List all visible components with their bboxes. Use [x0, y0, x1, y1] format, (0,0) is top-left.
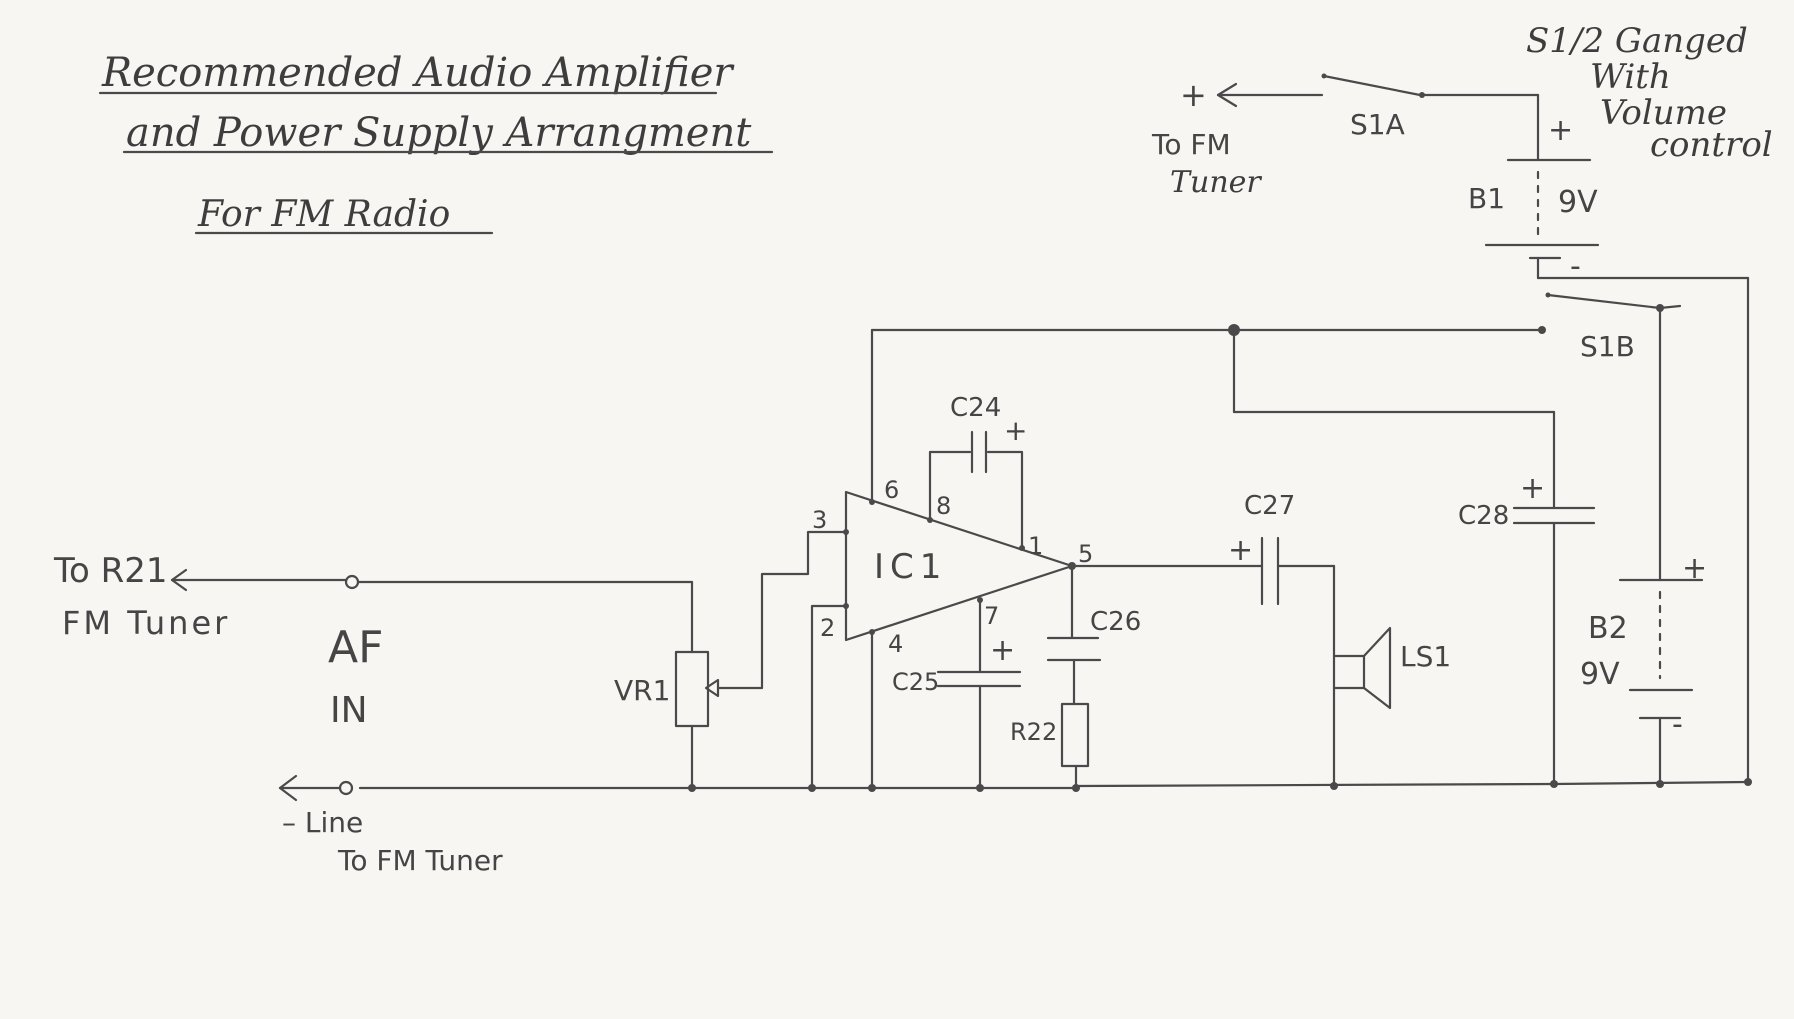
- b1-voltage: 9V: [1558, 185, 1598, 220]
- pin6-label: 6: [884, 476, 899, 504]
- pin7-label: 7: [984, 602, 999, 630]
- capacitor-c26: [1046, 636, 1102, 662]
- node-gnd-c28: [1550, 780, 1558, 788]
- note-line-2: With: [1590, 57, 1671, 97]
- node-gnd-b2: [1656, 780, 1664, 788]
- line-label: – Line: [282, 806, 363, 839]
- battery-b1: [1484, 158, 1600, 280]
- wire-wiper-pin3: [716, 530, 848, 690]
- node-gnd-pin2: [808, 784, 816, 792]
- vr1-label: VR1: [614, 674, 670, 707]
- node-gnd-pin4: [868, 784, 876, 792]
- b1-label: B1: [1468, 182, 1505, 215]
- arrow-left-icon: [1216, 82, 1324, 108]
- title-line-3: For FM Radio: [197, 194, 450, 235]
- c26-label: C26: [1090, 607, 1141, 637]
- battery-b2: [1618, 578, 1704, 786]
- pin5-label: 5: [1078, 540, 1093, 568]
- capacitor-c25: [936, 670, 1022, 688]
- af-label: AF: [328, 622, 383, 673]
- arrow-left-icon: [170, 568, 348, 592]
- wire-c24-right: [986, 450, 1024, 550]
- ic1-amplifier: [844, 490, 1074, 642]
- node-s1b: [1538, 326, 1546, 334]
- in-label: IN: [330, 690, 368, 731]
- af-in-terminal: [344, 574, 360, 590]
- capacitor-c27: [1260, 536, 1280, 606]
- potentiometer-vr1: [674, 650, 710, 728]
- c27-label: C27: [1244, 491, 1295, 521]
- title-line-1: Recommended Audio Amplifier: [101, 50, 735, 96]
- c28-plus-sign: +: [1520, 471, 1545, 506]
- title-line-2: and Power Supply Arrangment: [126, 110, 752, 156]
- wire-c24-left: [928, 450, 972, 522]
- b1-plus-sign: +: [1548, 113, 1573, 148]
- b2-plus-sign: +: [1682, 551, 1707, 586]
- pin2-label: 2: [820, 614, 835, 642]
- s1b-label: S1B: [1580, 330, 1635, 363]
- to-r21-label: To R21: [53, 551, 168, 591]
- line-terminal: [338, 780, 354, 796]
- pin3-label: 3: [812, 506, 827, 534]
- wire-pin2-gnd: [810, 604, 848, 790]
- capacitor-c24: [970, 430, 988, 474]
- to-fm-label: To FM: [1151, 128, 1231, 161]
- b2-minus-sign: -: [1672, 707, 1683, 742]
- pin6-dot: [869, 499, 875, 505]
- c24-plus-sign: +: [1004, 414, 1027, 447]
- node-gnd-vr1: [688, 784, 696, 792]
- c24-label: C24: [950, 393, 1001, 423]
- c25-plus-sign: +: [990, 633, 1015, 668]
- b1-minus-sign: -: [1570, 249, 1581, 284]
- ls1-label: LS1: [1400, 640, 1451, 673]
- r22-label: R22: [1010, 718, 1057, 746]
- node-gnd-r22: [1072, 784, 1080, 792]
- node-gnd-c25: [976, 784, 984, 792]
- c28-label: C28: [1458, 501, 1509, 531]
- b2-voltage: 9V: [1580, 657, 1620, 692]
- ic1-label: IC1: [874, 547, 947, 587]
- to-fm-tuner-bottom: To FM Tuner: [337, 844, 503, 877]
- arrow-left-icon: [278, 774, 342, 802]
- b2-label: B2: [1588, 611, 1628, 646]
- switch-s1b: [1545, 292, 1682, 312]
- note-line-1: S1/2 Ganged: [1526, 21, 1748, 61]
- pin8-label: 8: [936, 492, 951, 520]
- node-gnd-ls1: [1330, 782, 1338, 790]
- note-line-3: Volume: [1600, 93, 1727, 133]
- node-gnd-right: [1744, 778, 1752, 786]
- tuner-label: Tuner: [1170, 165, 1262, 200]
- tuner-plus-sign: +: [1180, 76, 1207, 114]
- fm-tuner-label-left: FM Tuner: [62, 604, 230, 642]
- resistor-r22: [1060, 702, 1090, 768]
- speaker-icon: [1332, 626, 1392, 710]
- s1a-label: S1A: [1350, 108, 1405, 141]
- capacitor-c28: [1512, 506, 1596, 525]
- pin4-label: 4: [888, 630, 903, 658]
- note-line-4: control: [1650, 125, 1773, 165]
- c25-label: C25: [892, 668, 939, 696]
- switch-s1a: [1321, 73, 1425, 98]
- c27-plus-sign: +: [1228, 533, 1253, 568]
- wire-ground-rail: [358, 780, 1750, 790]
- pin1-label: 1: [1028, 532, 1043, 560]
